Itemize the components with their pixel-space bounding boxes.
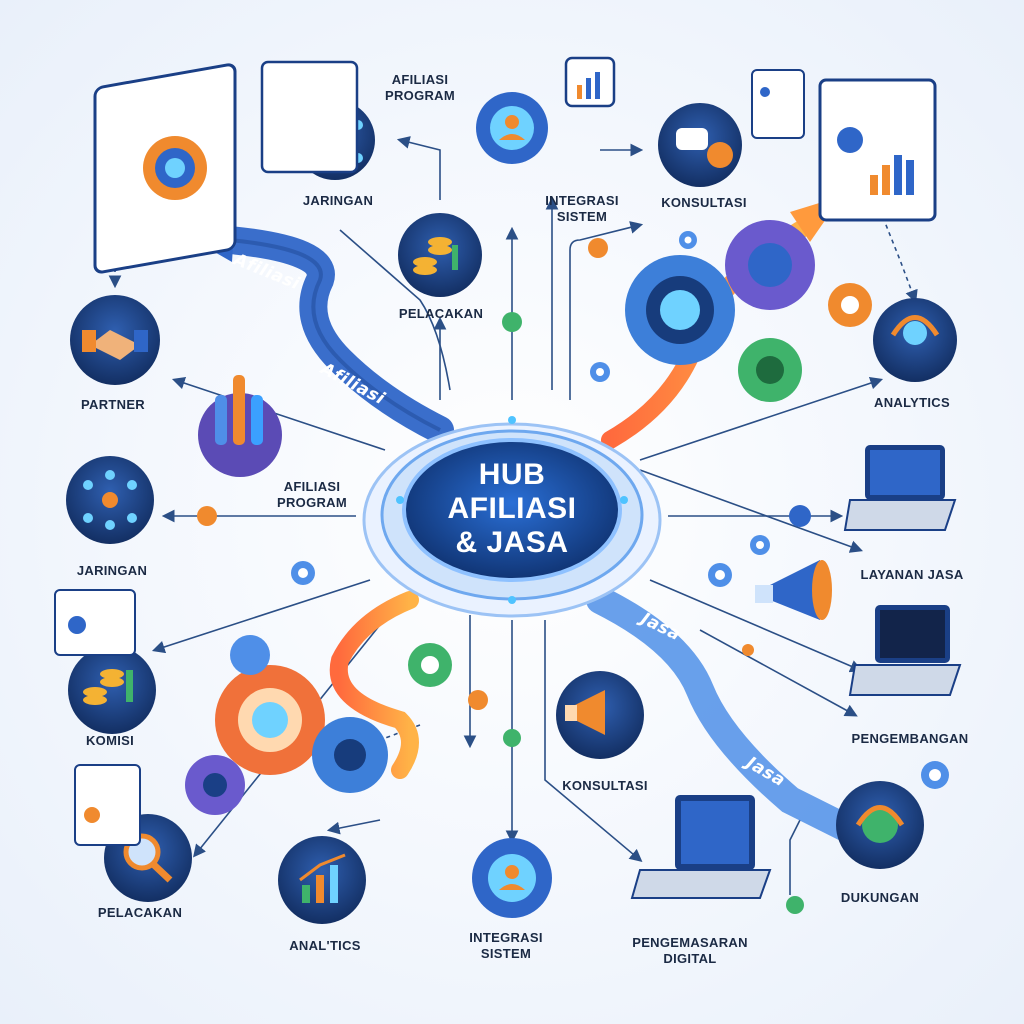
label-integrasi-sistem-top: INTEGRASI SISTEM [545,193,619,224]
label-dukungan: DUKUNGAN [840,890,920,905]
node-konsultasi-top[interactable] [658,103,742,187]
label-jaringan-top: JARINGAN [302,193,374,208]
gear-cluster-top-right [625,220,872,402]
laptop-layanan-jasa [843,445,957,531]
gear-partner-chart [198,375,282,477]
node-integrasi-sistem-bottom[interactable] [472,838,552,918]
komisi-screen [54,589,136,656]
node-dukungan[interactable] [836,781,924,869]
dashboard-screen-top-left [93,63,237,274]
dashboard-screen-top-right [818,78,937,222]
connector-dots [197,238,811,914]
node-analytics-bottom[interactable] [278,836,366,924]
jasa-ribbon [586,586,864,844]
node-afiliasi-program-top[interactable] [476,92,548,164]
label-konsultasi-bottom: KONSULTASI [562,778,648,793]
label-pengemasaran-digital: PENGEMASARAN DIGITAL [632,935,748,966]
gear-cluster-bottom-left [185,635,452,815]
network-screen-top [260,60,359,174]
profile-card-top-right [751,69,805,139]
label-pelacakan-top: PELACAKAN [398,306,484,321]
label-jaringan-left: JARINGAN [76,563,148,578]
node-analytics-right[interactable] [873,298,957,382]
orange-ribbon-down [329,591,419,779]
label-pengembangan: PENGEMBANGAN [851,731,969,746]
pelacakan-screen [74,764,141,846]
label-integrasi-sistem-bottom: INTEGRASI SISTEM [469,930,543,961]
label-pelacakan-bottom: PELACAKAN [97,905,183,920]
label-analytics-right: ANALYTICS [874,395,950,410]
label-afiliasi-program-left: AFILIASI PROGRAM [277,479,347,510]
label-konsultasi-top: KONSULTASI [661,195,747,210]
node-jaringan-left[interactable] [66,456,154,544]
node-konsultasi-bottom[interactable] [556,671,644,759]
hub-title: HUB AFILIASI & JASA [447,458,577,559]
node-partner[interactable] [70,295,160,385]
small-gears [291,231,949,789]
megaphone-layanan [755,560,832,620]
laptop-pengembangan [848,605,962,696]
label-analytics-bottom: ANAL'TICS [289,938,361,953]
laptop-pengemasaran [630,795,772,899]
label-layanan-jasa: LAYANAN JASA [860,567,964,582]
label-komisi: KOMISI [85,733,135,748]
node-komisi[interactable] [68,646,156,734]
label-afiliasi-program-top: AFILIASI PROGRAM [385,72,455,103]
hub-platform [362,416,662,618]
label-partner: PARTNER [81,397,145,412]
node-pelacakan-top[interactable] [398,213,482,297]
chart-bubble-top [564,56,616,108]
